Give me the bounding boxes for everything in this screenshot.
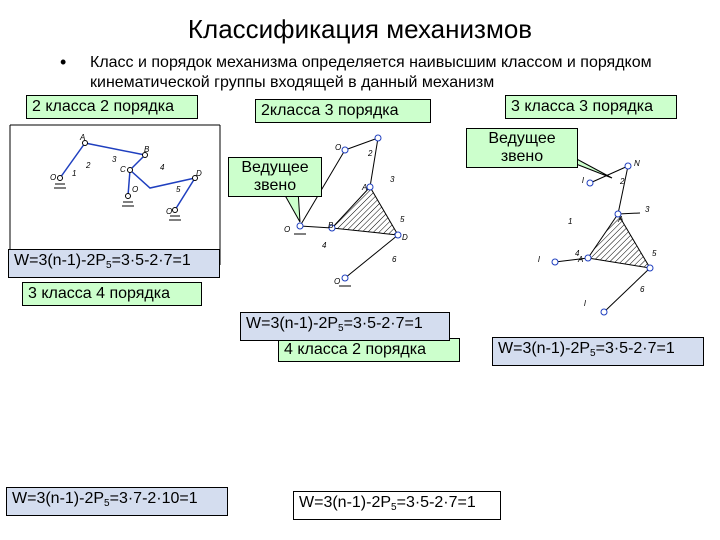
m3-label-3: 3 [645,205,650,214]
m1-label-b: B [144,145,150,154]
m2-label-2: 2 [367,149,373,158]
label-class3-order3: 3 класса 3 порядка [505,95,677,119]
label-class2-order3: 2класса 3 порядка [255,99,431,123]
m1-label-o3: O [166,207,172,216]
formula-2-left: W=3(n-1)-2P [246,315,339,332]
label-class3-order4: 3 класса 4 порядка [22,282,202,306]
m3-label-n: N [634,159,640,168]
formula-2-sub: 5 [338,323,344,334]
formula-4-sub: 5 [104,498,110,509]
formula-5-sub: 5 [391,502,397,513]
m1-label-1: 1 [72,169,76,178]
label-class4-order2: 4 класса 2 порядка [278,338,460,362]
m1-label-5: 5 [176,185,181,194]
m3-label-l3: l [584,299,586,308]
m3-label-5: 5 [652,249,657,258]
formula-5-left: W=3(n-1)-2P [299,494,392,511]
m3-label-a2: A [577,255,583,264]
m3-label-4: 4 [575,249,580,258]
mechanism-2-diagram: O 2 3 A B D 4 5 6 O O 1 [284,134,408,287]
m2-label-o3: O [334,277,340,286]
m1-label-c: C [120,165,126,174]
bullet-marker: • [60,52,67,72]
formula-1-left: W=3(n-1)-2P [14,252,107,269]
m1-label-o1: O [50,173,56,182]
m1-label-4: 4 [160,163,165,172]
callout-driving-link-2: Ведущее звено [466,128,578,168]
m1-label-3: 3 [112,155,117,164]
formula-5: W=3(n-1)-2P5=3·5-2·7=1 [293,491,501,520]
m3-label-l1: l [582,176,584,185]
formula-3-right: =3·5-2·7=1 [595,340,675,357]
m3-label-1: 1 [568,217,572,226]
formula-3-left: W=3(n-1)-2P [498,340,591,357]
m2-label-o1: O [335,143,341,152]
mechanism-1-diagram: A B C D O O O 1 2 3 4 5 [9,124,221,265]
m2-label-b: B [328,221,334,230]
formula-1: W=3(n-1)-2P5=3·5-2·7=1 [8,249,220,278]
m2-label-5: 5 [400,215,405,224]
m1-label-d: D [196,169,202,178]
m1-label-2: 2 [85,161,91,170]
m1-label-o2: O [132,185,138,194]
formula-5-right: =3·5-2·7=1 [396,494,476,511]
formula-4-right: =3·7-2·10=1 [109,490,198,507]
formula-4-left: W=3(n-1)-2P [12,490,105,507]
m2-label-4: 4 [322,241,327,250]
formula-2-right: =3·5-2·7=1 [343,315,423,332]
formula-4: W=3(n-1)-2P5=3·7-2·10=1 [6,487,228,516]
definition-text: Класс и порядок механизма определяется н… [90,54,652,91]
callout-driving-link-1: Ведущее звено [228,157,322,197]
m3-label-a1: A [617,215,623,224]
m1-label-a: A [79,133,85,142]
m2-label-6: 6 [392,255,397,264]
m3-label-6: 6 [640,285,645,294]
formula-3-sub: 5 [590,348,596,359]
formula-2: W=3(n-1)-2P5=3·5-2·7=1 [240,312,450,341]
mechanism-3-diagram: N 2 3 A 5 1 6 4 l l l A [538,159,657,316]
formula-1-sub: 5 [106,260,112,271]
formula-1-right: =3·5-2·7=1 [111,252,191,269]
m2-label-a: A [361,183,367,192]
m2-label-d: D [402,233,408,242]
label-class2-order2: 2 класса 2 порядка [26,95,198,119]
m2-label-o2: O [284,225,290,234]
m3-label-2: 2 [619,177,625,186]
formula-3: W=3(n-1)-2P5=3·5-2·7=1 [492,337,704,366]
slide-title: Классификация механизмов [187,14,533,44]
m3-label-l2: l [538,255,540,264]
m2-label-3: 3 [390,175,395,184]
